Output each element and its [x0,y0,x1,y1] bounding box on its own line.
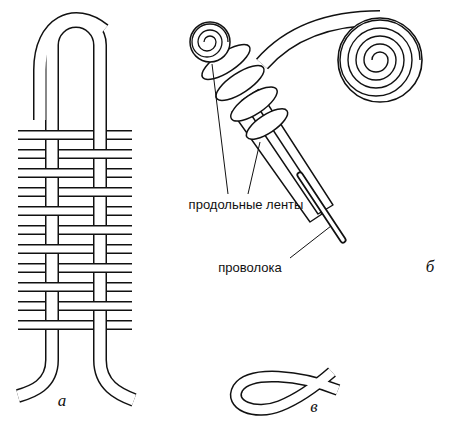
illustration-stroke [90,225,110,235]
illustration-stroke [42,132,62,139]
illustration-stroke [18,189,132,196]
illustration-stroke [18,135,132,325]
illustration-stroke [42,246,62,253]
illustration-stroke [290,226,331,258]
illustration-stroke [42,322,62,329]
illustration-stroke [18,244,132,254]
illustration-stroke [42,208,62,215]
vertical-bands [18,19,134,400]
illustration-stroke [18,225,132,235]
illustration-stroke [338,18,422,102]
label-box: продольные ленты [188,197,304,212]
illustration-stroke [18,168,132,178]
illustration-stroke [42,284,62,291]
illustration-stroke [42,130,62,140]
illustration-stroke [90,187,110,197]
illustration-stroke [300,175,343,240]
illustration-stroke [18,303,132,310]
illustration-stroke [100,340,134,400]
label-box: б [418,258,442,276]
label-box: в [302,398,326,416]
illustration-stroke [300,175,343,240]
illustration-stroke [18,265,132,272]
label-box: а [50,392,74,410]
illustration-stroke [18,340,52,396]
illustration-stroke [42,320,62,330]
illustration-stroke [18,187,132,197]
illustration-stroke [18,149,132,159]
illustration-stroke [90,189,110,196]
illustration-stroke [18,282,132,292]
illustration-stroke [42,282,62,292]
illustration-stroke [18,208,132,215]
illustration-stroke [18,170,132,177]
illustration-stroke [190,22,230,62]
illustration-stroke [18,340,52,396]
illustration-stroke [90,151,110,158]
illustration-stroke [90,301,110,311]
illustration-stroke [90,263,110,273]
illustration-stroke [52,21,100,340]
illustration-stroke [18,132,132,139]
illustration-stroke [90,303,110,310]
label-box: проволока [208,260,292,275]
illustration-stroke [236,372,338,410]
illustration-stroke [100,340,134,400]
leader-lines [212,64,331,258]
figure-letter: б [418,258,442,276]
illustration-stroke [18,263,132,273]
illustration-stroke [18,227,132,234]
tape-loop [236,372,338,410]
illustration-stroke [42,206,62,216]
illustration-stroke [42,135,110,325]
illustration-stroke [18,320,132,330]
horizontal-strips [18,135,132,325]
tape-end-roll [190,22,230,62]
illustration-stroke [18,151,132,158]
illustration-stroke [192,24,228,57]
illustration-stroke [18,130,132,140]
illustration-stroke [248,142,260,194]
figure-letter: в [302,398,326,416]
illustration-stroke [90,149,110,159]
illustration-stroke [340,20,420,96]
illustration-stroke [42,135,110,325]
illustration-stroke [18,19,134,400]
illustration-stroke [18,19,134,400]
wire [300,175,343,240]
part-label: продольные ленты [188,197,304,212]
illustration-stroke [18,322,132,329]
illustration-stroke [236,372,338,410]
illustration-stroke [52,21,100,340]
illustration-stroke [90,265,110,272]
illustration-stroke [42,170,62,177]
illustration-stroke [212,64,228,194]
illustration-stroke [90,227,110,234]
part-label: проволока [208,260,292,275]
illustration-stroke [42,244,62,254]
illustration-stroke [18,135,132,325]
figure-letter: а [50,392,74,410]
tape-roll [338,18,422,102]
over-crossings [42,135,110,325]
illustration-stroke [42,168,62,178]
illustration-stroke [18,246,132,253]
illustration-stroke [18,301,132,311]
illustration-stroke [18,206,132,216]
illustration-stroke [18,284,132,291]
